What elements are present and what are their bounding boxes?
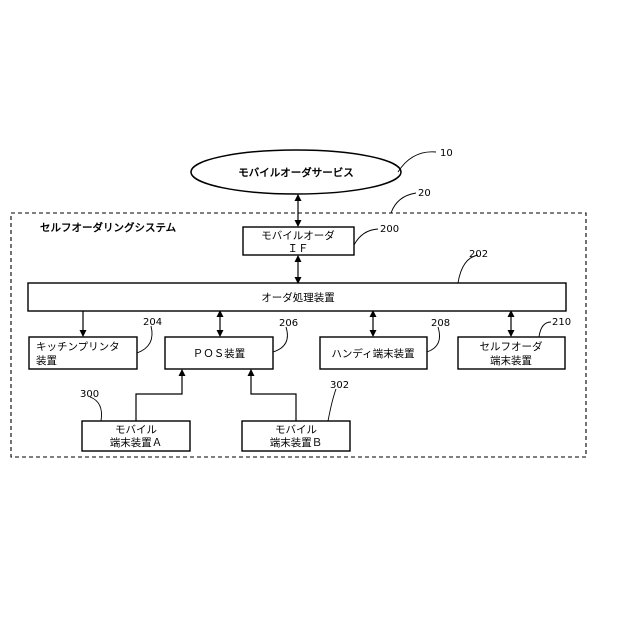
ref-204: 204 [143, 317, 162, 328]
self-order-terminal-label-line2: 端末装置 [490, 354, 532, 367]
mobile-order-if-label-line1: モバイルオーダ [261, 229, 335, 242]
order-processing-label: オーダ処理装置 [261, 291, 335, 304]
ref-302-leader [328, 389, 336, 421]
ref-206: 206 [279, 318, 298, 329]
mobile-b-pos-connector [251, 370, 296, 421]
self-order-terminal-label-line1: セルフオーダ [480, 340, 543, 353]
ref-300-leader [90, 397, 102, 421]
mobile-a-pos-connector [136, 370, 182, 421]
ref-200: 200 [380, 224, 399, 235]
ref-302: 302 [330, 380, 349, 391]
mobile-terminal-b-label-line1: モバイル [275, 424, 317, 436]
ref-20: 20 [418, 188, 431, 199]
mobile-terminal-a-label-line2: 端末装置Ａ [110, 436, 163, 449]
system-label: セルフオーダリングシステム [40, 221, 177, 234]
pos-label: ＰＯＳ装置 [193, 347, 246, 360]
kitchen-printer-label-line2: 装置 [36, 354, 57, 367]
ref-204-leader [137, 326, 152, 353]
ref-210-leader [539, 322, 551, 337]
ref-208-leader [427, 327, 440, 352]
ref-300: 300 [80, 389, 99, 400]
kitchen-printer-label-line1: キッチンプリンタ [36, 341, 120, 353]
ref-206-leader [273, 327, 287, 352]
ref-210: 210 [552, 317, 571, 328]
ref-200-leader [354, 229, 378, 245]
mobile-order-if-label-line2: ＩＦ [288, 243, 309, 255]
mobile-order-service-label: モバイルオーダサービス [238, 166, 354, 179]
ref-202: 202 [469, 249, 488, 260]
ref-10-leader [398, 152, 436, 172]
mobile-terminal-b-label-line2: 端末装置Ｂ [270, 436, 323, 449]
ref-10: 10 [440, 148, 453, 159]
handy-terminal-label: ハンディ端末装置 [331, 347, 414, 360]
mobile-terminal-a-label-line1: モバイル [115, 424, 157, 436]
ref-208: 208 [431, 318, 450, 329]
ref-20-leader [391, 193, 416, 213]
